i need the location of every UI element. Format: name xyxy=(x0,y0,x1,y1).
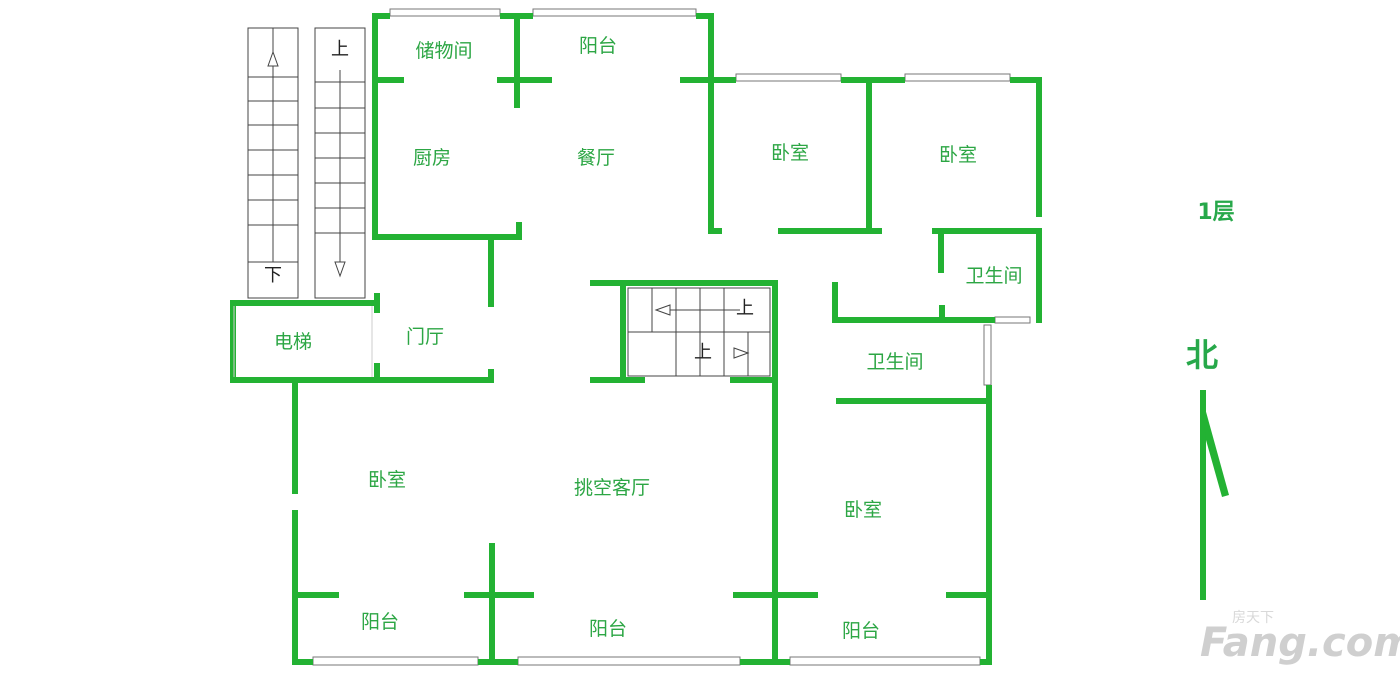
wall xyxy=(230,300,380,306)
room-label-bedroom-north-2: 卧室 xyxy=(939,144,977,166)
wall xyxy=(938,228,944,273)
room-label-bathroom-1: 卫生间 xyxy=(965,265,1022,287)
wall xyxy=(374,293,380,313)
window-balcony-se xyxy=(789,656,981,666)
room-label-storage: 储物间 xyxy=(415,40,472,62)
room-label-bathroom-2: 卫生间 xyxy=(866,351,923,373)
wall xyxy=(230,300,236,383)
wall xyxy=(730,377,778,383)
window-storage xyxy=(389,8,501,17)
wall xyxy=(372,13,390,19)
wall xyxy=(680,77,736,83)
wall xyxy=(696,13,714,19)
window-bedroom-north-1 xyxy=(735,73,842,82)
floor-label: 1层 xyxy=(1197,200,1234,225)
wall xyxy=(230,377,494,383)
wall xyxy=(372,13,378,240)
stair-central xyxy=(627,287,771,377)
arrow-right-icon xyxy=(733,347,750,359)
window-balcony-s xyxy=(517,656,741,666)
wall xyxy=(292,377,298,494)
wall xyxy=(708,228,722,234)
wall xyxy=(1036,77,1042,217)
room-label-bedroom-se: 卧室 xyxy=(844,499,882,521)
wall xyxy=(374,363,380,383)
wall xyxy=(932,228,1042,234)
watermark-brand: Fang.com xyxy=(1200,620,1400,666)
wall xyxy=(832,317,995,323)
wall xyxy=(778,228,882,234)
wall xyxy=(832,282,838,323)
window-balcony-top xyxy=(532,8,697,17)
wall xyxy=(939,305,945,323)
watermark-sub: 房天下 xyxy=(1232,610,1274,626)
stair-mark-down: 下 xyxy=(264,265,282,286)
wall xyxy=(841,77,905,83)
arrow-up-icon xyxy=(267,50,279,67)
room-label-foyer: 门厅 xyxy=(406,326,444,348)
stair-mark-up: 上 xyxy=(736,298,754,319)
wall xyxy=(292,592,339,598)
north-label: 北 xyxy=(1186,336,1218,374)
window-balcony-sw xyxy=(312,656,479,666)
wall xyxy=(740,659,790,665)
wall xyxy=(946,592,992,598)
wall xyxy=(489,543,495,665)
wall xyxy=(516,222,522,240)
window-bathroom-1 xyxy=(994,316,1031,324)
room-label-bedroom-north-1: 卧室 xyxy=(771,142,809,164)
walls xyxy=(230,13,1042,665)
stair-mark-up: 上 xyxy=(694,342,712,363)
north-arrow-head-icon xyxy=(1200,390,1229,497)
room-label-bedroom-sw: 卧室 xyxy=(368,469,406,491)
wall xyxy=(772,280,778,665)
wall xyxy=(866,77,872,233)
wall xyxy=(478,659,518,665)
wall xyxy=(1036,228,1042,323)
room-label-living: 挑空客厅 xyxy=(574,477,650,499)
arrow-down-icon xyxy=(334,261,346,278)
wall xyxy=(497,77,552,83)
stair-east xyxy=(314,27,366,299)
compass: 北 xyxy=(1186,336,1229,600)
stair-mark-up: 上 xyxy=(331,39,349,60)
wall xyxy=(733,592,818,598)
wall xyxy=(836,398,991,404)
wall xyxy=(488,369,494,383)
wall xyxy=(372,77,404,83)
wall xyxy=(514,13,520,108)
wall xyxy=(372,234,522,240)
north-arrow-icon xyxy=(1200,390,1206,600)
room-label-balcony-top: 阳台 xyxy=(579,35,617,57)
room-label-balcony-sw: 阳台 xyxy=(361,611,399,633)
wall xyxy=(292,659,313,665)
room-label-kitchen: 厨房 xyxy=(413,147,451,169)
room-label-balcony-s: 阳台 xyxy=(589,618,627,640)
wall xyxy=(590,377,645,383)
wall xyxy=(1010,77,1042,83)
watermark: 房天下 Fang.com xyxy=(1200,610,1400,666)
arrow-left-icon xyxy=(654,304,671,316)
wall xyxy=(986,385,992,665)
wall xyxy=(464,592,534,598)
wall xyxy=(620,280,626,383)
wall xyxy=(708,13,714,233)
room-label-elevator: 电梯 xyxy=(274,331,312,353)
window-bathroom-2 xyxy=(983,324,992,386)
room-label-balcony-se: 阳台 xyxy=(842,620,880,642)
wall xyxy=(488,236,494,307)
wall xyxy=(980,659,992,665)
wall xyxy=(292,510,298,665)
stair-west xyxy=(247,27,299,299)
window-bedroom-north-2 xyxy=(904,73,1011,82)
room-label-dining: 餐厅 xyxy=(577,147,615,169)
wall xyxy=(590,280,778,286)
